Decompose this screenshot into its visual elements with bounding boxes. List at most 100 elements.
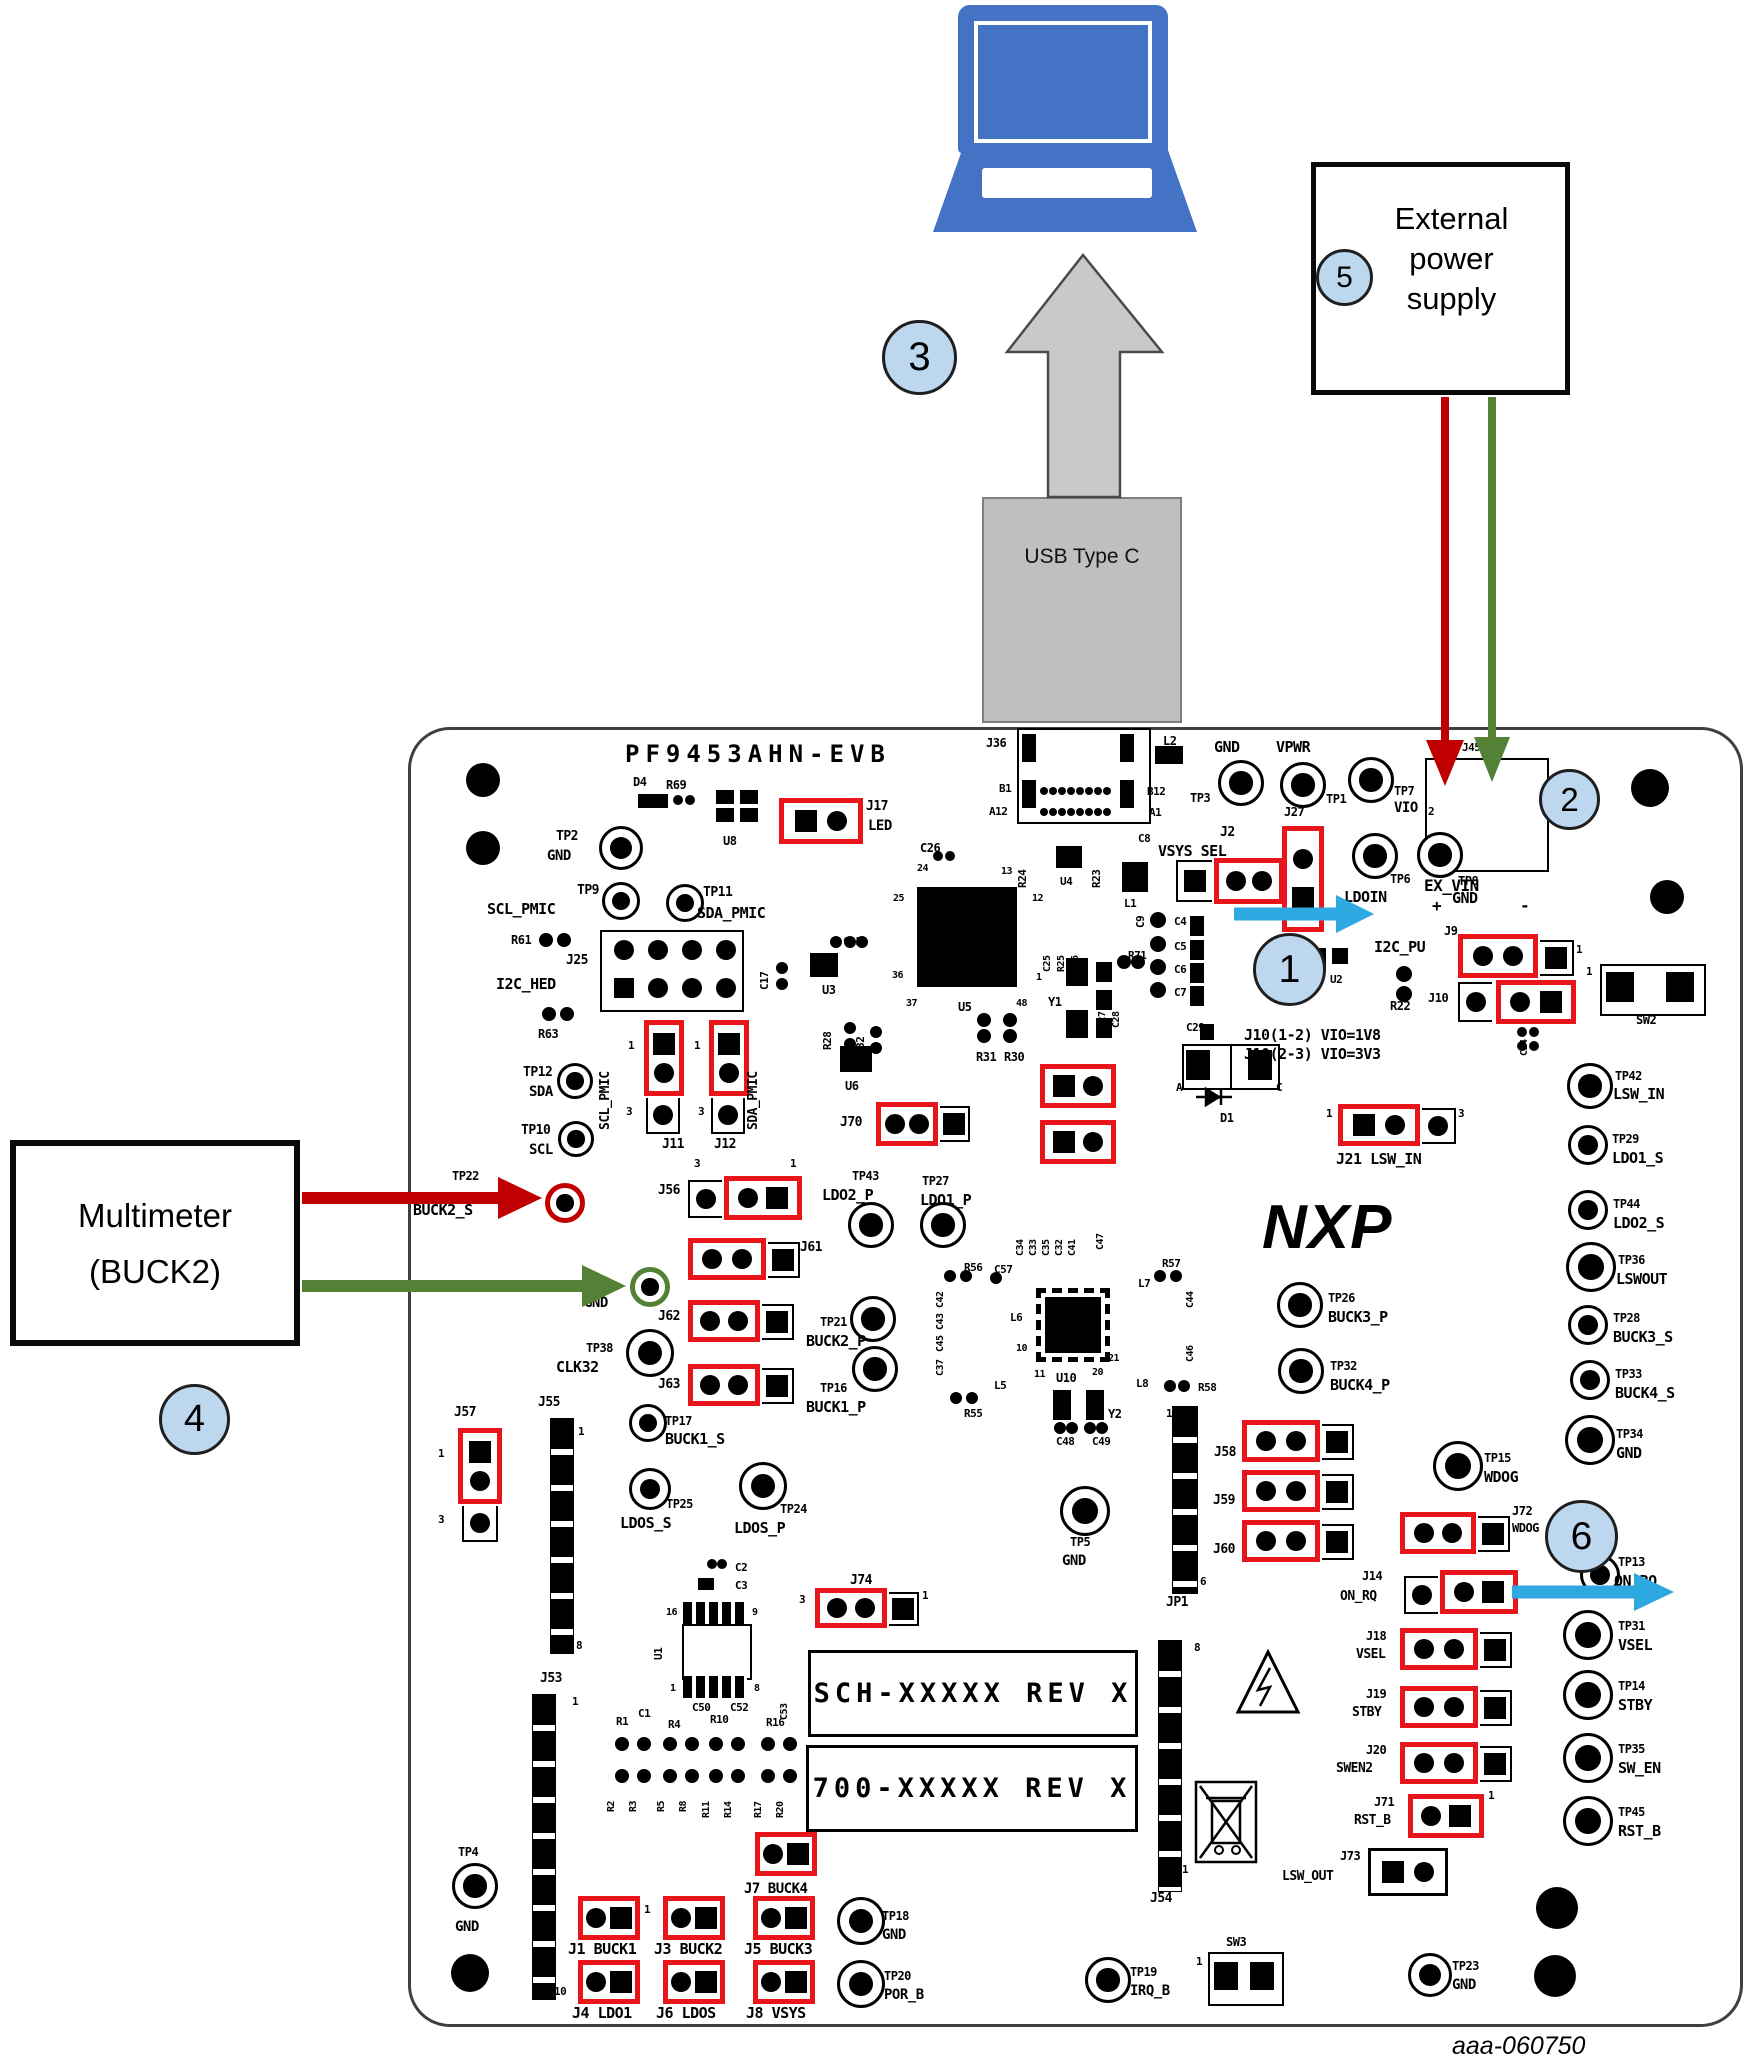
label-c25: C25: [1042, 955, 1053, 972]
label-tp2: TP2: [556, 829, 578, 844]
label-r17: R17: [753, 1801, 764, 1818]
test-point: [848, 1202, 894, 1248]
pcb-component: [1190, 916, 1204, 936]
label-u8: U8: [723, 834, 737, 848]
pcb-dot: [1003, 1013, 1017, 1027]
label-tp27: TP27: [922, 1174, 949, 1188]
jumper-pin-dot: [763, 1844, 784, 1864]
label-on-rq: ON_RQ: [1614, 1572, 1657, 1590]
pcb-dot: [776, 962, 788, 974]
label-r1: R1: [616, 1715, 629, 1728]
header-pin: [762, 1368, 794, 1404]
label-3: 3: [438, 1513, 445, 1526]
jumper-pin-square: [694, 1907, 717, 1929]
pcb-dot: [1067, 808, 1075, 816]
label-c33: C33: [1028, 1239, 1039, 1256]
label-tp20: TP20: [884, 1969, 911, 1983]
jumper-pin-dot: [1285, 1481, 1306, 1501]
callout-1: 1: [1253, 933, 1326, 1006]
label-tp21: TP21: [820, 1315, 847, 1329]
label-r28: R28: [821, 1031, 834, 1050]
jumper-pin-dot: [671, 1972, 692, 1992]
label-scl-pmic: SCL_PMIC: [487, 900, 556, 918]
pcb-dot: [1534, 1955, 1576, 1997]
label-r3: R3: [628, 1800, 639, 1812]
label-j9: J9: [1444, 924, 1458, 938]
label-vsys-sel: VSYS SEL: [1158, 842, 1227, 860]
pcb-dot: [1076, 787, 1084, 795]
header-pin: [462, 1506, 498, 1542]
jumper-j74: [815, 1588, 887, 1628]
jumper-pin-dot: [1414, 1862, 1435, 1882]
test-point: [558, 1121, 594, 1157]
jumper-pin-square: [784, 1971, 807, 1993]
test-point: [739, 1462, 787, 1510]
jumper-pin-dot: [1225, 871, 1246, 891]
test-point: [837, 1960, 885, 2008]
jumper-pin-dot: [1256, 1431, 1277, 1451]
label-j56: J56: [658, 1183, 680, 1198]
jumper-pin-dot: [1473, 946, 1493, 966]
pin-square: [1326, 1481, 1348, 1503]
label-r30: R30: [1004, 1050, 1025, 1064]
pcb-dot: [663, 1769, 677, 1783]
label-r69: R69: [666, 778, 687, 792]
pcb-dot: [990, 1272, 1002, 1284]
pcb-component: [716, 808, 734, 822]
pcb-dot: [1150, 912, 1166, 928]
label-12: 12: [1032, 893, 1044, 904]
test-point: [602, 882, 640, 920]
label-buck4-s: BUCK4_S: [1615, 1384, 1675, 1402]
pin-square: [1326, 1531, 1348, 1553]
pcb-outline-box: [682, 1624, 752, 1680]
jumper-j2: [1214, 858, 1284, 904]
pcb-dot: [1003, 1029, 1017, 1043]
jumper-pin-square: [1539, 991, 1562, 1013]
sch-rev-box: SCH-XXXXX REV X: [808, 1650, 1138, 1737]
label-gnd: GND: [1616, 1444, 1642, 1462]
label-u2: U2: [1330, 973, 1343, 986]
pcb-component: [1022, 734, 1036, 762]
label-stby: STBY: [1618, 1696, 1653, 1714]
pcb-component: [1120, 780, 1134, 808]
label-c28: C28: [1111, 1011, 1122, 1028]
jumper-pin-dot: [700, 1311, 721, 1331]
label-9: 9: [752, 1607, 758, 1618]
label-c8: C8: [1138, 832, 1151, 845]
header-pin: [762, 1304, 794, 1340]
pin-square: [1484, 1639, 1506, 1661]
label-jp1: JP1: [1166, 1595, 1188, 1610]
label-36: 36: [892, 970, 904, 981]
jumper-pin-square: [653, 1033, 675, 1055]
label-u1: U1: [652, 1647, 665, 1660]
pcb-dot: [870, 1042, 882, 1054]
label-r25: R25: [1056, 955, 1067, 972]
pcb-dot: [950, 1392, 962, 1404]
pcb-dot: [1517, 1027, 1527, 1037]
laptop-icon: [958, 5, 1168, 153]
label-1: 1: [1196, 1955, 1203, 1968]
ic-pin-row: [683, 1676, 747, 1698]
pcb-component: [810, 953, 838, 977]
label-c31: C31: [843, 935, 862, 948]
label-vsel: VSEL: [1356, 1647, 1386, 1662]
pcb-component: [1332, 948, 1348, 964]
label-a12: A12: [989, 805, 1008, 818]
label-buck1-s: BUCK1_S: [665, 1430, 725, 1448]
label-1: 1: [1488, 1789, 1495, 1802]
jumper-pin-dot: [1414, 1697, 1435, 1717]
label-r57: R57: [1162, 1257, 1181, 1270]
jumper-j8: [753, 1960, 815, 2004]
label-j17: J17: [866, 799, 888, 814]
label-buck2-s: BUCK2_S: [413, 1201, 473, 1219]
label-l5: L5: [994, 1379, 1007, 1392]
700-rev-box: 700-XXXXX REV X: [806, 1745, 1138, 1832]
label-tp11: TP11: [703, 885, 733, 900]
label-gnd: GND: [584, 1295, 608, 1311]
pin-header: [1172, 1406, 1198, 1594]
pcb-component: [1053, 1390, 1071, 1420]
label-tp36: TP36: [1618, 1253, 1645, 1267]
pin-dot: [1412, 1585, 1432, 1605]
pcb-dot: [1076, 808, 1084, 816]
label-tp6: TP6: [1390, 872, 1411, 886]
